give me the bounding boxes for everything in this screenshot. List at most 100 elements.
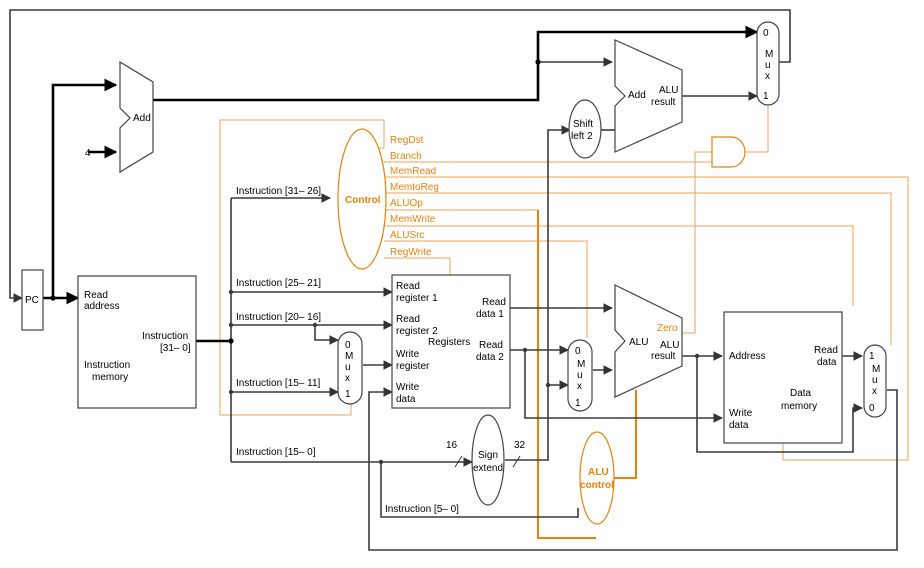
svg-text:ALU: ALU [588,467,609,478]
sign-extend: Sign extend 16 32 [446,414,526,506]
svg-text:MemWrite: MemWrite [390,214,436,225]
svg-text:data 2: data 2 [476,352,504,363]
svg-text:16: 16 [446,440,458,451]
instruction-field-labels: Instruction [31– 26] Instruction [25– 21… [236,186,459,515]
aluop-wire [537,210,596,539]
svg-text:u: u [577,370,583,381]
svg-text:MemtoReg: MemtoReg [390,182,439,193]
control-signal-labels: RegDst Branch MemRead MemtoReg ALUOp Mem… [390,135,439,258]
svg-text:register 2: register 2 [396,326,438,337]
pc-path-wires [43,25,759,343]
alu-control-wire [613,390,637,479]
svg-text:0: 0 [575,346,581,357]
svg-text:32: 32 [514,440,526,451]
control-signal-wires [219,105,909,461]
svg-text:Add: Add [628,90,646,101]
svg-text:memory: memory [781,401,817,412]
svg-text:Instruction [15– 0]: Instruction [15– 0] [236,447,316,458]
svg-text:Registers: Registers [428,337,470,348]
svg-text:Instruction [20– 16]: Instruction [20– 16] [236,312,321,323]
svg-text:register 1: register 1 [396,293,438,304]
svg-text:left 2: left 2 [571,131,593,142]
svg-text:memory: memory [92,372,128,383]
svg-text:data: data [396,394,416,405]
svg-text:Read: Read [814,345,838,356]
svg-text:Instruction [15– 11]: Instruction [15– 11] [236,378,321,389]
svg-text:M: M [765,49,773,60]
svg-text:ALU: ALU [629,337,648,348]
instruction-memory: Read address Instruction [31– 0] Instruc… [77,275,197,409]
svg-text:Shift: Shift [573,119,593,130]
svg-text:PC: PC [25,295,39,306]
svg-text:0: 0 [869,403,875,414]
svg-text:Instruction [31– 26]: Instruction [31– 26] [236,186,321,197]
svg-text:ALUOp: ALUOp [390,198,423,209]
svg-text:Branch: Branch [390,151,422,162]
svg-text:1: 1 [763,91,769,102]
svg-text:Add: Add [133,113,151,124]
svg-text:Address: Address [729,351,766,362]
main-alu: ALU Zero ALU result [614,284,683,398]
svg-text:ALUSrc: ALUSrc [390,230,424,241]
program-counter[interactable]: PC [21,269,44,331]
svg-text:Write: Write [396,349,420,360]
svg-text:1: 1 [575,398,581,409]
svg-text:Instruction [25– 21]: Instruction [25– 21] [236,278,321,289]
svg-text:x: x [345,373,350,384]
datapath-wires [9,9,898,551]
svg-text:Read: Read [84,290,108,301]
alu-control: ALU control [579,431,615,525]
svg-text:0: 0 [345,340,351,351]
svg-text:RegDst: RegDst [390,135,424,146]
memtoreg-mux: 1 M u x 0 [863,344,887,418]
register-file: Read register 1 Read register 2 Write re… [391,274,511,409]
shift-left-2: Shift left 2 [568,99,602,159]
svg-text:Read: Read [396,314,420,325]
svg-text:Write: Write [729,408,753,419]
svg-text:Zero: Zero [657,323,678,334]
svg-text:data: data [729,420,749,431]
svg-text:Control: Control [345,195,381,206]
constant-4: 4 [85,148,91,159]
svg-text:Read: Read [482,297,506,308]
svg-text:MemRead: MemRead [390,166,436,177]
junction-dots [50,59,700,465]
svg-text:ALU: ALU [659,85,678,96]
svg-text:Instruction: Instruction [142,331,188,342]
data-memory: Address Read data Write data Data memory [723,311,843,444]
svg-text:u: u [345,362,351,373]
svg-text:Write: Write [396,382,420,393]
svg-text:Read: Read [479,340,503,351]
svg-text:x: x [765,71,770,82]
svg-text:RegWrite: RegWrite [390,247,432,258]
svg-text:register: register [396,361,430,372]
svg-text:1: 1 [345,389,351,400]
svg-text:data 1: data 1 [476,309,504,320]
control-unit: Control [337,128,387,270]
svg-text:address: address [84,301,120,312]
svg-text:Read: Read [396,281,420,292]
svg-text:Data: Data [790,388,812,399]
svg-text:result: result [651,351,676,362]
svg-text:Instruction: Instruction [84,360,130,371]
svg-text:Instruction [5– 0]: Instruction [5– 0] [385,504,459,515]
svg-text:[31– 0]: [31– 0] [160,343,191,354]
svg-text:M: M [577,359,585,370]
svg-text:extend: extend [473,463,503,474]
svg-text:ALU: ALU [660,340,679,351]
svg-text:control: control [580,480,614,491]
svg-text:M: M [345,351,353,362]
branch-and-gate [711,136,746,168]
pc-source-mux: 0 M u x 1 [756,21,780,106]
svg-text:x: x [577,381,582,392]
svg-text:Sign: Sign [478,450,498,461]
svg-text:x: x [872,386,877,397]
svg-text:u: u [872,375,878,386]
svg-text:1: 1 [869,351,875,362]
alusrc-mux: 0 M u x 1 [567,339,593,412]
svg-text:u: u [765,60,771,71]
pc-adder: Add [119,60,154,174]
branch-adder: Add ALU result [614,39,683,153]
svg-text:result: result [651,97,676,108]
